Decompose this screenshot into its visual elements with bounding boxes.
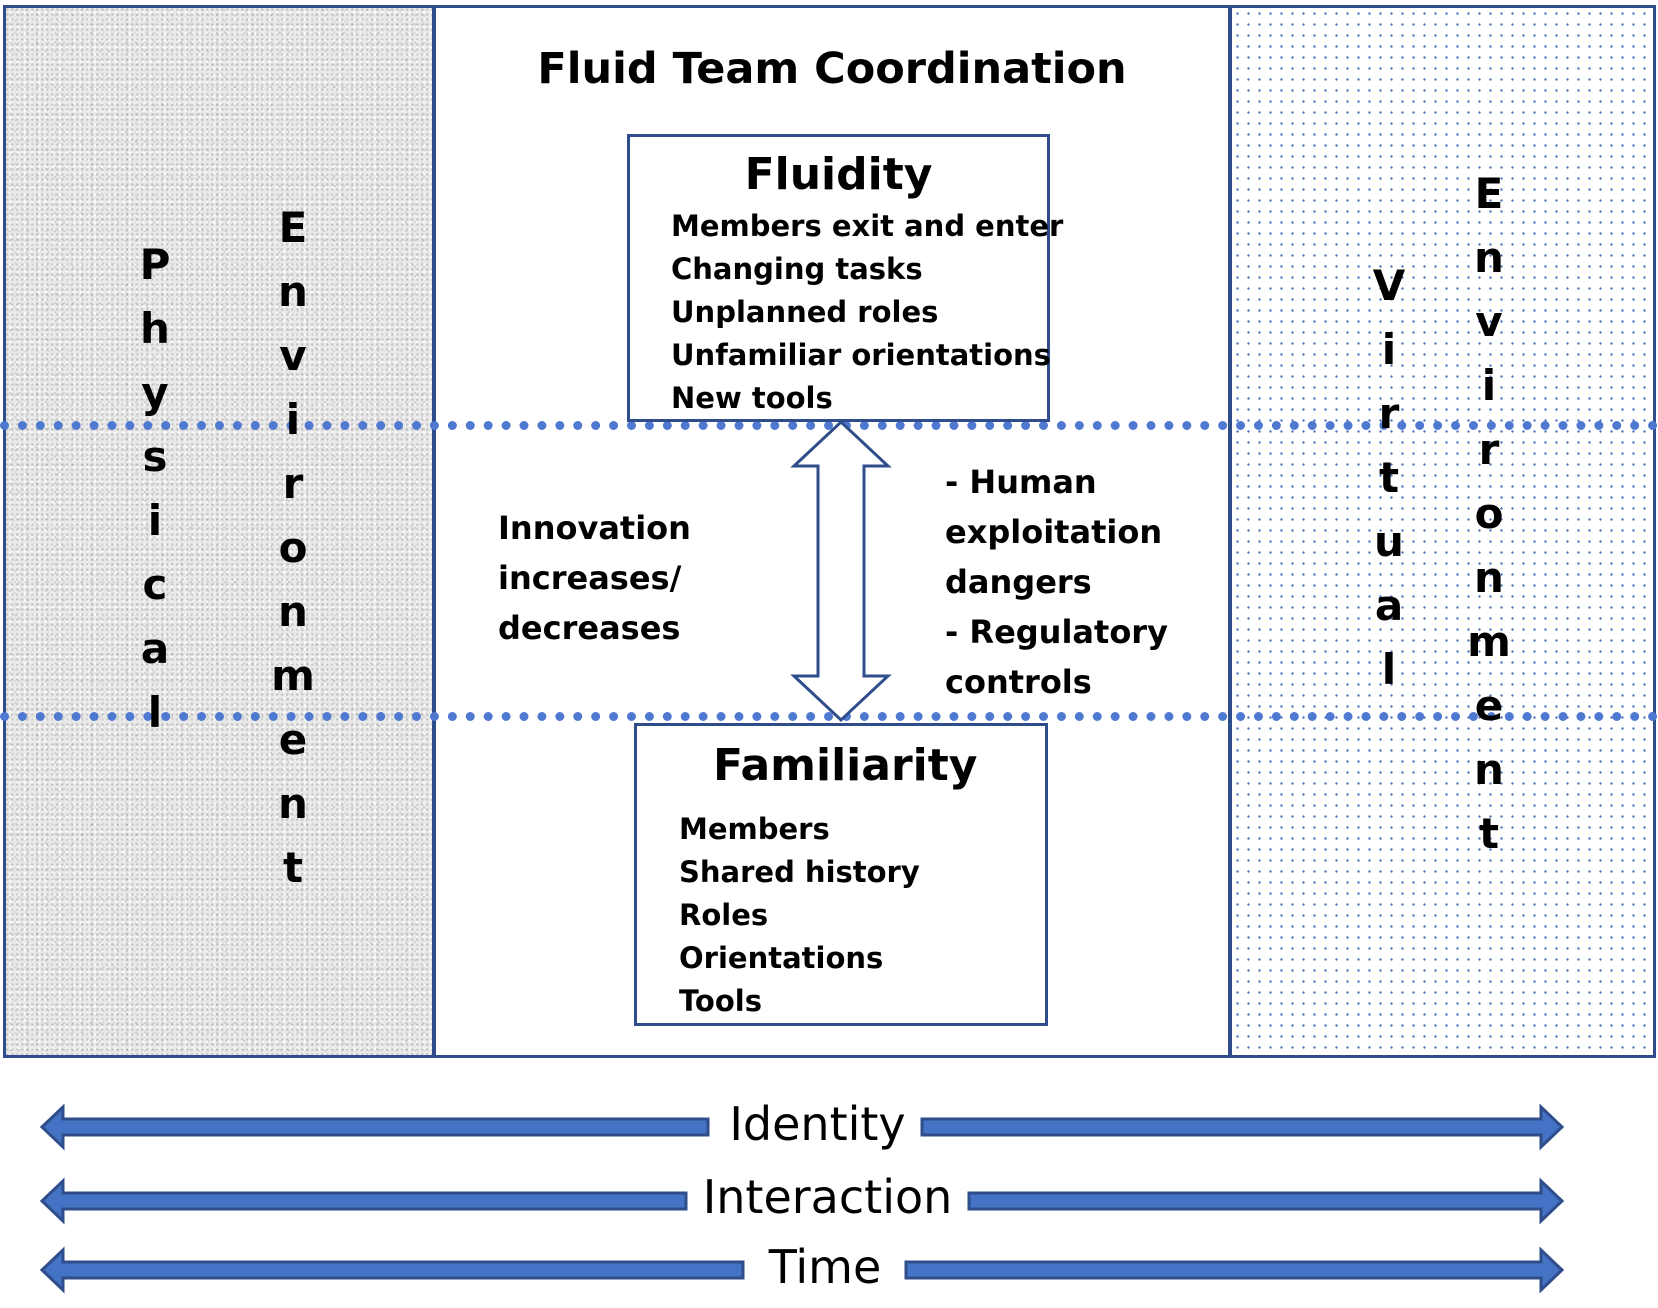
- fluidity-item: Changing tasks: [671, 252, 923, 286]
- fluidity-item: Members exit and enter: [671, 209, 1064, 243]
- vertical-letter: t: [1478, 809, 1500, 858]
- familiarity-title: Familiarity: [713, 740, 978, 791]
- risk-note-line: - Regulatory: [945, 613, 1168, 651]
- time-left-arrow-icon: [39, 1246, 745, 1294]
- identity-left-arrow-icon: [39, 1103, 710, 1151]
- vertical-letter: u: [1374, 517, 1404, 566]
- vertical-letter: m: [271, 651, 315, 700]
- familiarity-item: Roles: [679, 898, 769, 932]
- vertical-letter: a: [1374, 581, 1404, 630]
- vertical-letter: o: [1474, 489, 1504, 538]
- familiarity-items: Members Shared history Roles Orientation…: [679, 808, 920, 1023]
- vertical-letter: E: [278, 203, 308, 252]
- vertical-letter: r: [1478, 425, 1500, 474]
- vertical-letter: l: [147, 688, 163, 737]
- innovation-note: Innovation increases/ decreases: [498, 503, 691, 653]
- familiarity-item: Tools: [679, 984, 762, 1018]
- vertical-letter: v: [1475, 297, 1503, 346]
- vertical-letter: i: [1381, 325, 1397, 374]
- vertical-letter: i: [147, 496, 163, 545]
- vertical-letter: c: [142, 560, 168, 609]
- familiarity-box: Familiarity Members Shared history Roles…: [634, 723, 1048, 1026]
- vertical-letter: n: [278, 779, 308, 828]
- time-right-arrow-icon: [904, 1246, 1565, 1294]
- fluidity-box: Fluidity Members exit and enter Changing…: [627, 134, 1063, 422]
- risk-note-line: dangers: [945, 563, 1092, 601]
- fluidity-title: Fluidity: [744, 149, 933, 200]
- vertical-letter: n: [1474, 745, 1504, 794]
- vertical-letter: o: [278, 523, 308, 572]
- vertical-letter: l: [1381, 645, 1397, 694]
- axis-arrows: [39, 1103, 1565, 1294]
- vertical-letter: t: [1378, 453, 1400, 502]
- vertical-letter: r: [1378, 389, 1400, 438]
- risk-note-line: controls: [945, 663, 1092, 701]
- fluidity-item: New tools: [671, 381, 833, 415]
- familiarity-item: Orientations: [679, 941, 884, 975]
- vertical-letter: y: [141, 368, 169, 417]
- vertical-letter: e: [278, 715, 308, 764]
- risk-note: - Human exploitation dangers - Regulator…: [945, 457, 1168, 707]
- innovation-note-line: Innovation: [498, 509, 691, 547]
- double-arrow-icon: [790, 419, 892, 723]
- risk-note-line: exploitation: [945, 513, 1163, 551]
- time-axis-label: Time: [768, 1240, 882, 1294]
- vertical-letter: e: [1474, 681, 1504, 730]
- familiarity-item: Members: [679, 812, 830, 846]
- vertical-letter: i: [1481, 361, 1497, 410]
- fluidity-item: Unplanned roles: [671, 295, 939, 329]
- vertical-letter: i: [285, 395, 301, 444]
- identity-right-arrow-icon: [920, 1103, 1565, 1151]
- vertical-letter: s: [142, 432, 168, 481]
- identity-axis-label: Identity: [729, 1097, 906, 1151]
- vertical-letter: v: [279, 331, 307, 380]
- vertical-letter: h: [140, 304, 170, 353]
- familiarity-item: Shared history: [679, 855, 920, 889]
- virtual-environment-panel: [1229, 5, 1656, 1058]
- interaction-axis-label: Interaction: [702, 1170, 953, 1224]
- vertical-letter: r: [282, 459, 304, 508]
- vertical-letter: n: [1474, 233, 1504, 282]
- vertical-letter: P: [139, 240, 171, 289]
- physical-environment-panel: [3, 5, 435, 1058]
- fluidity-item: Unfamiliar orientations: [671, 338, 1051, 372]
- vertical-letter: t: [282, 843, 304, 892]
- lower-divider-line: [0, 712, 1658, 721]
- vertical-letter: n: [278, 587, 308, 636]
- upper-divider-line: [0, 421, 1658, 430]
- vertical-letter: n: [1474, 553, 1504, 602]
- vertical-letter: V: [1372, 261, 1406, 310]
- interaction-left-arrow-icon: [39, 1177, 688, 1225]
- interaction-right-arrow-icon: [967, 1177, 1565, 1225]
- vertical-letter: m: [1467, 617, 1511, 666]
- vertical-letter: n: [278, 267, 308, 316]
- fluidity-items: Members exit and enter Changing tasks Un…: [671, 205, 1063, 420]
- innovation-note-line: increases/: [498, 559, 682, 597]
- vertical-letter: a: [140, 624, 170, 673]
- risk-note-line: - Human: [945, 463, 1097, 501]
- diagram-title: Fluid Team Coordination: [537, 44, 1127, 94]
- vertical-letter: E: [1474, 169, 1504, 218]
- innovation-note-line: decreases: [498, 609, 681, 647]
